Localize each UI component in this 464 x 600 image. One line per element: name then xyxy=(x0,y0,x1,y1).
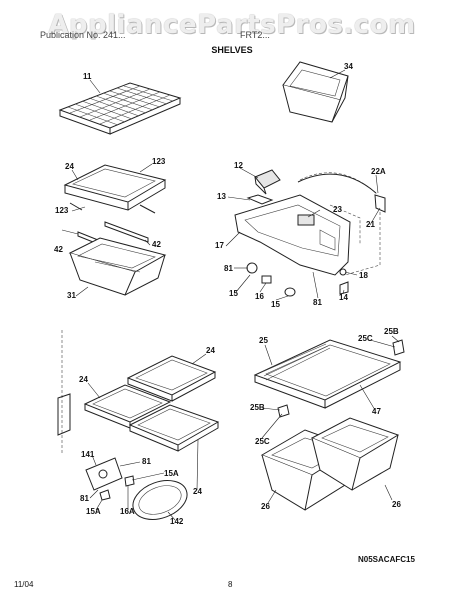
callout-15: 15 xyxy=(229,289,238,298)
callout-141: 141 xyxy=(81,450,95,459)
callout-11: 11 xyxy=(83,72,92,81)
deli-drawer xyxy=(68,237,167,296)
callout-21: 21 xyxy=(366,220,375,229)
callout-labels: 11 34 24 123 123 42 42 31 12 13 22A 23 2… xyxy=(54,62,401,526)
callout-15A: 15A xyxy=(86,507,101,516)
callout-42: 42 xyxy=(152,240,161,249)
callout-26: 26 xyxy=(261,502,270,511)
callout-17: 17 xyxy=(215,241,224,250)
wire-shelf xyxy=(58,82,182,135)
callout-13: 13 xyxy=(217,192,226,201)
diagram-code: N05SACAFC15 xyxy=(358,555,415,564)
callout-22A: 22A xyxy=(371,167,386,176)
callout-81: 81 xyxy=(142,457,151,466)
callout-25C: 25C xyxy=(255,437,270,446)
callout-24: 24 xyxy=(65,162,74,171)
callout-15: 15 xyxy=(271,300,280,309)
callout-123: 123 xyxy=(152,157,166,166)
callout-16: 16 xyxy=(255,292,264,301)
glass-shelf-upper xyxy=(63,164,167,214)
callout-24: 24 xyxy=(193,487,202,496)
control-housing-assembly xyxy=(234,169,386,297)
callout-81: 81 xyxy=(313,298,322,307)
callout-24: 24 xyxy=(206,346,215,355)
callout-142: 142 xyxy=(170,517,184,526)
leader-lines xyxy=(61,69,400,521)
callout-81: 81 xyxy=(80,494,89,503)
publication-date: 11/04 xyxy=(14,580,34,589)
model-header: FRT2... xyxy=(240,30,270,40)
publication-header: Publication No. 241... xyxy=(40,30,126,40)
callout-25C: 25C xyxy=(358,334,373,343)
door-shelves-assembly xyxy=(57,330,220,520)
callout-47: 47 xyxy=(372,407,381,416)
page-number: 8 xyxy=(228,580,233,589)
section-title: SHELVES xyxy=(211,45,253,55)
crisper-cover xyxy=(253,339,405,418)
callout-34: 34 xyxy=(344,62,353,71)
callout-42: 42 xyxy=(54,245,63,254)
callout-18: 18 xyxy=(359,271,368,280)
callout-16A: 16A xyxy=(120,507,135,516)
callout-15A: 15A xyxy=(164,469,179,478)
crisper-drawers xyxy=(260,417,400,511)
callout-25B: 25B xyxy=(384,327,399,336)
callout-26: 26 xyxy=(392,500,401,509)
callout-123: 123 xyxy=(55,206,69,215)
callout-25: 25 xyxy=(259,336,268,345)
callout-23: 23 xyxy=(333,205,342,214)
callout-31: 31 xyxy=(67,291,76,300)
callout-24: 24 xyxy=(79,375,88,384)
callout-14: 14 xyxy=(339,293,348,302)
callout-12: 12 xyxy=(234,161,243,170)
callout-81: 81 xyxy=(224,264,233,273)
callout-25B: 25B xyxy=(250,403,265,412)
crisper-pan xyxy=(282,61,349,123)
